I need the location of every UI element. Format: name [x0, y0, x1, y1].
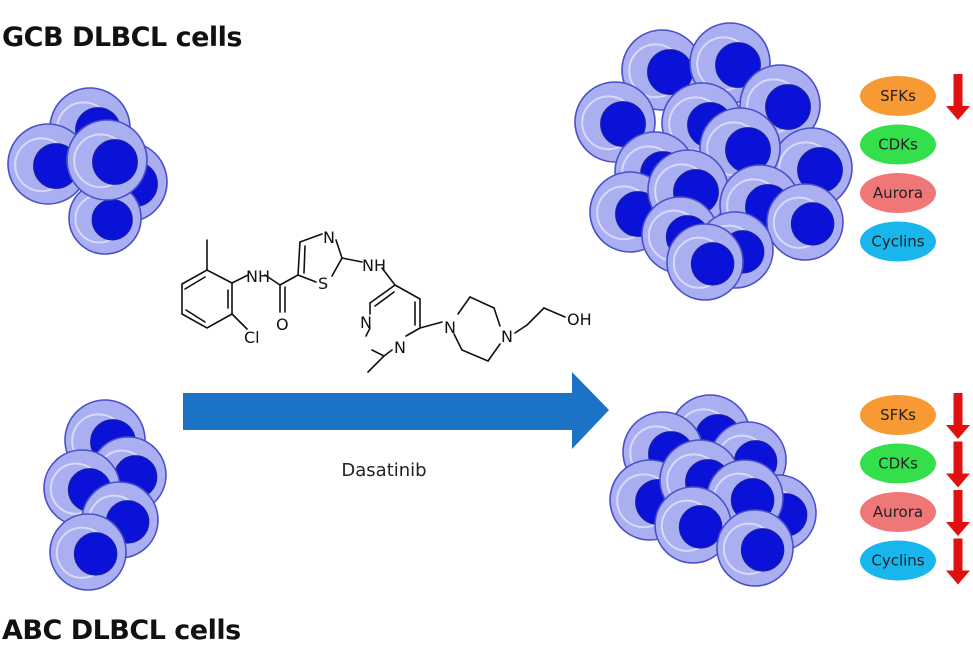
marker-cdks: CDKs: [860, 441, 970, 488]
atom-n-piperazine-2: N: [501, 327, 513, 346]
marker-cdks: CDKs: [860, 124, 936, 165]
marker-pill: [860, 540, 936, 581]
atom-n-pyrimidine-2: N: [394, 338, 406, 357]
gcb-treated-cluster: [574, 22, 853, 301]
marker-label: CDKs: [878, 136, 918, 154]
cell-clusters: [7, 22, 853, 591]
down-arrow-icon: [946, 393, 970, 439]
atom-hydroxyl: OH: [567, 310, 592, 329]
abc-title: ABC DLBCL cells: [2, 615, 241, 646]
gcb-untreated-cluster: [7, 87, 168, 255]
abc-untreated-cluster: [43, 399, 167, 591]
marker-label: Aurora: [873, 184, 923, 202]
marker-sfks: SFKs: [860, 74, 970, 120]
marker-pill: [860, 173, 936, 213]
marker-label: CDKs: [878, 455, 918, 473]
marker-aurora: Aurora: [860, 490, 970, 536]
atom-chlorine: Cl: [244, 328, 260, 347]
marker-pill: [860, 492, 936, 532]
dasatinib-structure: [181, 233, 566, 373]
atom-nh-amide: NH: [246, 267, 270, 286]
down-arrow-icon: [946, 490, 970, 536]
atom-nh-link: NH: [362, 256, 386, 275]
marker-label: Aurora: [873, 503, 923, 521]
marker-pill: [860, 221, 936, 262]
down-arrow-icon: [946, 538, 970, 585]
dasatinib-atom-labels: NH O Cl N S NH N N N N OH: [244, 228, 592, 357]
cell-icon: [716, 509, 794, 587]
marker-sfks: SFKs: [860, 393, 970, 439]
gcb-title: GCB DLBCL cells: [2, 22, 242, 53]
drug-name: Dasatinib: [341, 460, 426, 481]
cell-icon: [7, 123, 89, 205]
marker-cyclins: Cyclins: [860, 538, 970, 585]
atom-oxygen: O: [276, 315, 289, 334]
marker-label: Cyclins: [871, 552, 924, 570]
marker-label: SFKs: [880, 87, 916, 105]
atom-sulfur: S: [318, 274, 328, 293]
cell-icon: [49, 513, 127, 591]
cell-icon: [666, 223, 744, 301]
marker-panels: SFKsCDKsAuroraCyclinsSFKsCDKsAuroraCycli…: [860, 74, 970, 585]
marker-pill: [860, 395, 936, 435]
marker-pill: [860, 76, 936, 116]
down-arrow-icon: [946, 74, 970, 120]
marker-aurora: Aurora: [860, 173, 936, 213]
marker-cyclins: Cyclins: [860, 221, 936, 262]
abc-treated-cluster: [609, 394, 817, 587]
treatment-arrow: Dasatinib: [183, 372, 609, 481]
marker-label: SFKs: [880, 406, 916, 424]
marker-pill: [860, 124, 936, 165]
down-arrow-icon: [946, 441, 970, 488]
atom-n-piperazine-1: N: [444, 318, 456, 337]
cell-icon: [66, 119, 148, 201]
right-arrow-icon: [183, 372, 609, 449]
atom-nitrogen-thiazole: N: [323, 228, 335, 247]
marker-label: Cyclins: [871, 233, 924, 251]
atom-n-pyrimidine-1: N: [360, 313, 372, 332]
cell-icon: [654, 486, 732, 564]
cell-icon: [766, 183, 844, 261]
marker-pill: [860, 443, 936, 484]
